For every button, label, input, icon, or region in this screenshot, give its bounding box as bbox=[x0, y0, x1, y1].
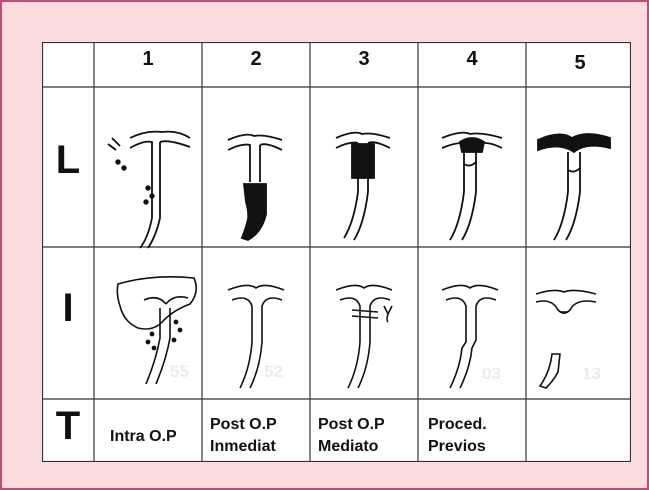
column-header-2: 2 bbox=[202, 48, 310, 71]
t-cell-3-line1: Post O.P bbox=[318, 414, 424, 436]
t-cell-2: Post O.P Inmediat bbox=[204, 414, 316, 458]
t-cell-2-line1: Post O.P bbox=[210, 414, 316, 436]
t-cell-4: Proced. Previos bbox=[422, 414, 534, 458]
t-cell-3-line2: Mediato bbox=[318, 436, 424, 458]
diagram-l1-lateral-leak bbox=[108, 132, 190, 248]
row-label-t: T bbox=[42, 404, 94, 449]
watermark-1: 55 bbox=[170, 362, 189, 382]
t-cell-2-line2: Inmediat bbox=[210, 436, 316, 458]
watermark-2: 52 bbox=[264, 362, 283, 382]
diagram-l2-distal-occlusion bbox=[228, 135, 282, 240]
watermark-3: 03 bbox=[482, 364, 501, 384]
diagram-l3-mid-occlusion bbox=[336, 133, 390, 240]
classification-table: 1 2 3 4 5 L I T 55 52 03 13 Intra O.P Po… bbox=[42, 42, 631, 462]
watermark-4: 13 bbox=[582, 364, 601, 384]
t-cell-1: Intra O.P bbox=[104, 426, 216, 448]
column-header-1: 1 bbox=[94, 48, 202, 71]
diagram-i3-clipped-duct bbox=[336, 285, 392, 388]
column-header-5: 5 bbox=[526, 52, 634, 75]
diagram-l5-confluence-occlusion bbox=[538, 134, 610, 240]
t-cell-4-line1: Proced. bbox=[428, 414, 534, 436]
t-cell-4-line2: Previos bbox=[428, 436, 534, 458]
row-label-l: L bbox=[42, 138, 94, 183]
bile-duct-diagrams bbox=[42, 42, 631, 462]
t-cell-1-line1: Intra O.P bbox=[110, 426, 216, 448]
column-header-4: 4 bbox=[418, 48, 526, 71]
t-cell-3: Post O.P Mediato bbox=[312, 414, 424, 458]
column-header-3: 3 bbox=[310, 48, 418, 71]
table-gridlines bbox=[42, 42, 631, 462]
row-label-i: I bbox=[42, 286, 94, 331]
diagram-l4-hilar-occlusion bbox=[442, 133, 502, 240]
